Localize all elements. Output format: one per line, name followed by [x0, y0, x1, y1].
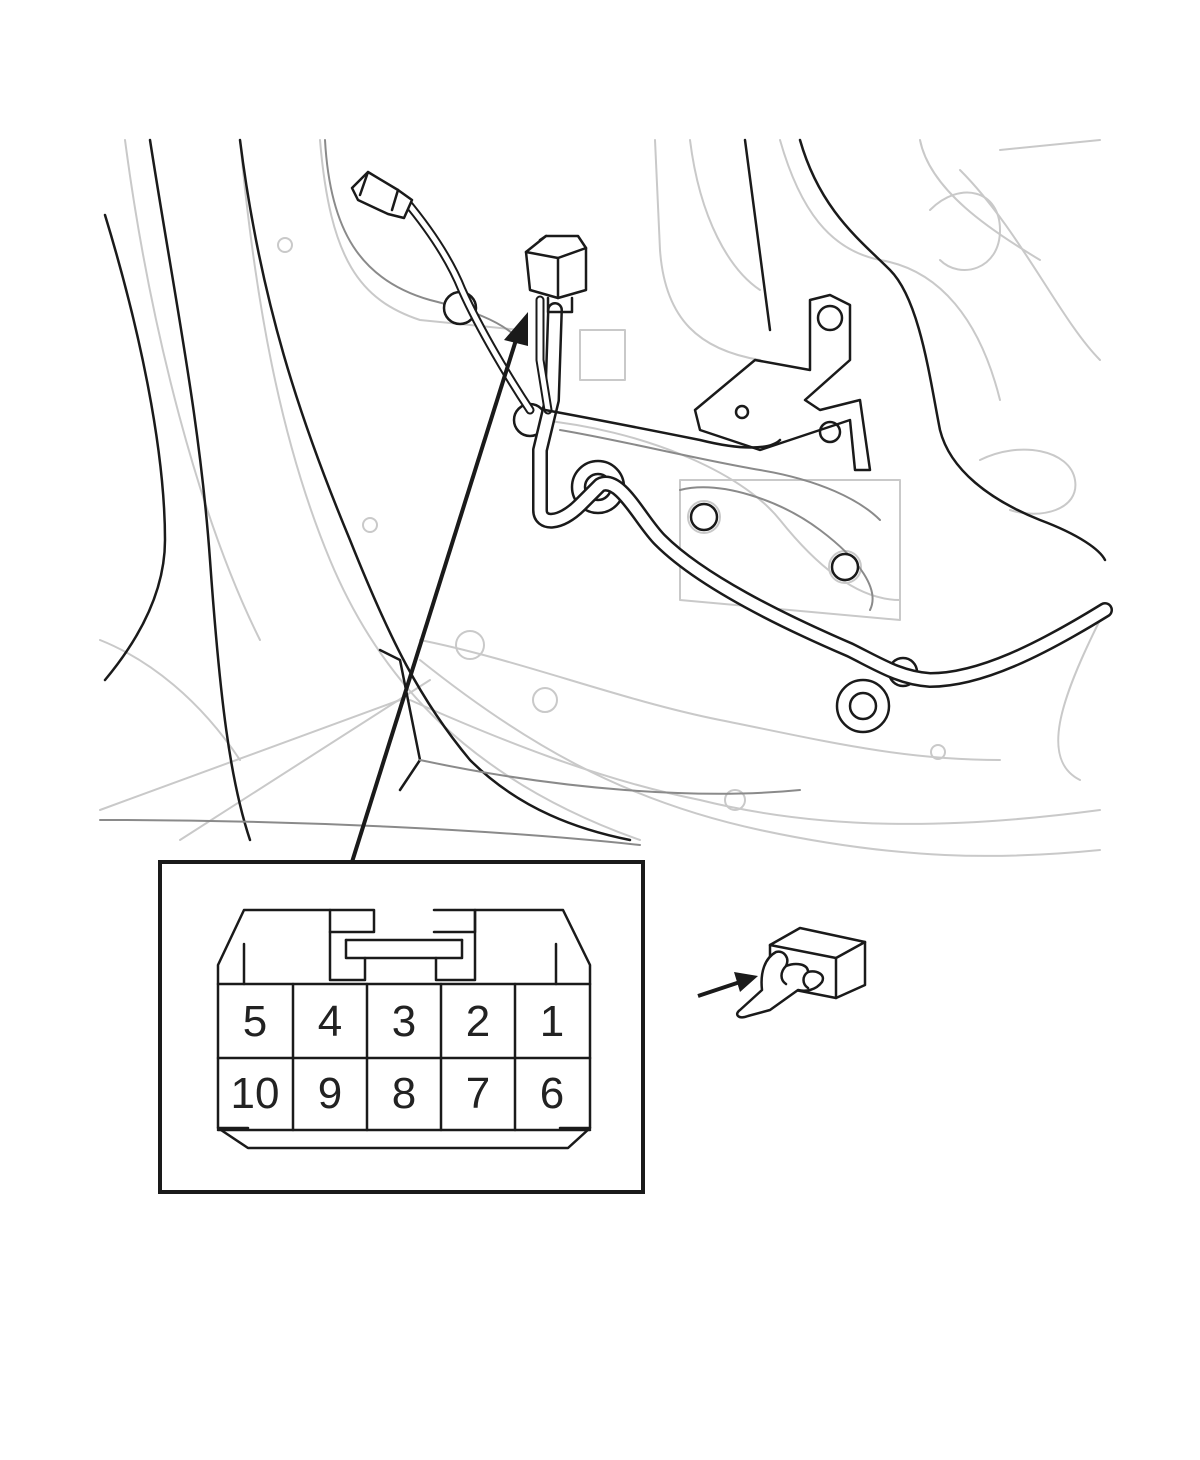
door-frame — [99, 138, 1107, 846]
pin-label: 1 — [540, 997, 564, 1046]
door-connector — [524, 234, 588, 314]
pin-label: 4 — [318, 997, 342, 1046]
small-plug — [350, 170, 414, 220]
pin-label: 7 — [466, 1069, 490, 1118]
pin-label: 10 — [231, 1069, 280, 1118]
pin-label: 9 — [318, 1069, 342, 1118]
mounting-bracket — [693, 293, 872, 472]
pin-label: 3 — [392, 997, 416, 1046]
connector-face-detail: 5 4 3 2 1 10 9 8 7 6 — [158, 860, 645, 1194]
pin-label: 2 — [466, 997, 490, 1046]
pin-label: 8 — [392, 1069, 416, 1118]
pointer-arrow — [350, 312, 528, 863]
wiring-harness — [400, 195, 1113, 688]
pin-label: 6 — [540, 1069, 564, 1118]
pin-label: 5 — [243, 997, 267, 1046]
hand-holding-connector-icon — [697, 926, 867, 1019]
